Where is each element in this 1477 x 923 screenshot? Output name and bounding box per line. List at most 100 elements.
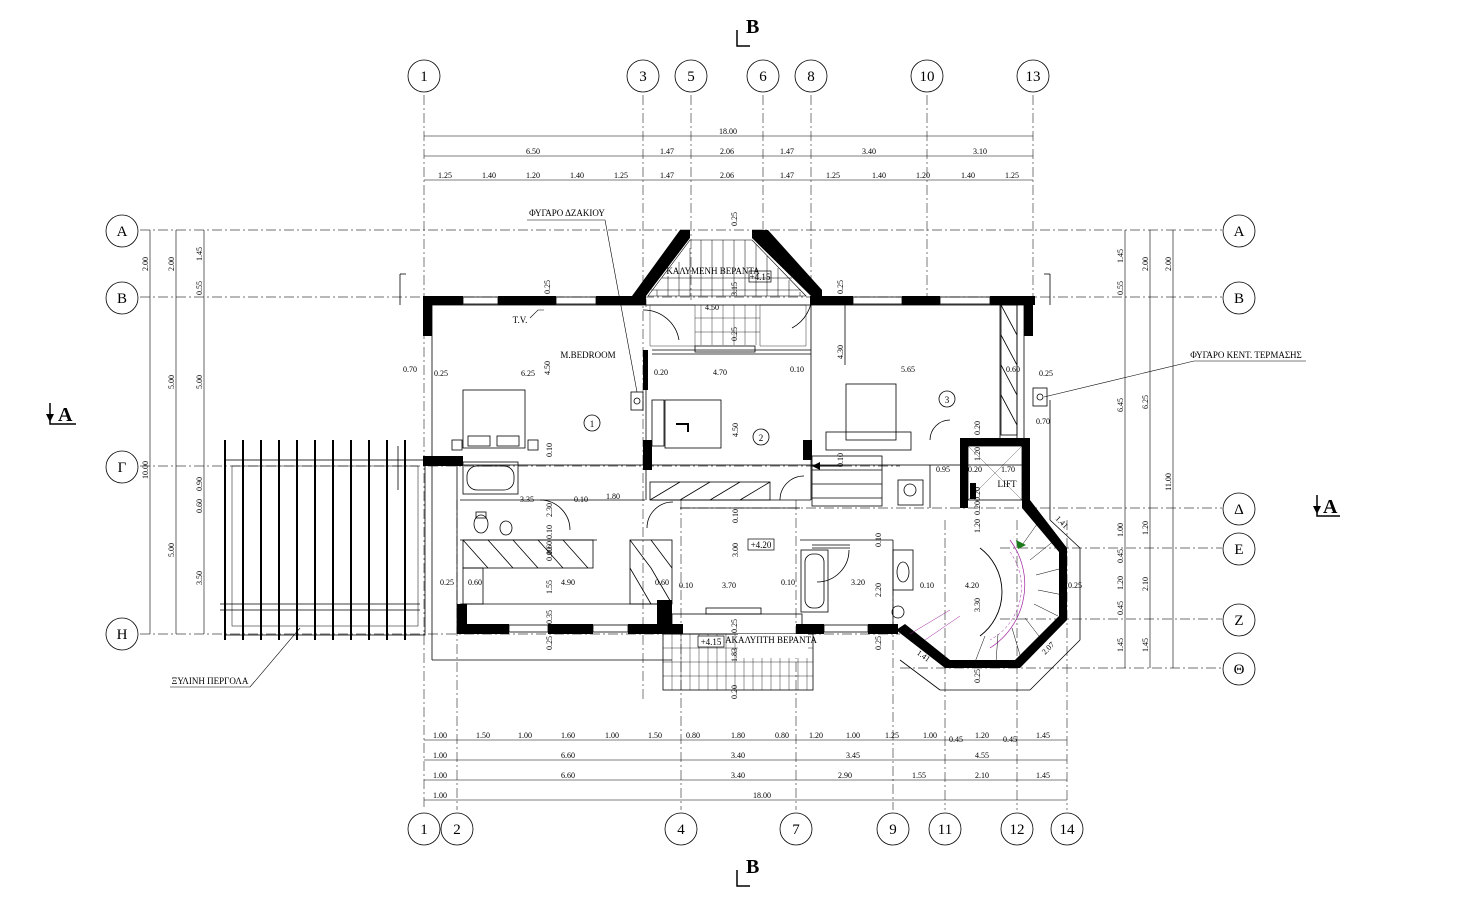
dim-bot-r1-17: 1.45 (1036, 731, 1050, 740)
dim-top-r2-2: 1.47 (660, 147, 674, 156)
grid-bubble-right-delta: Δ (1234, 502, 1244, 518)
dim-bot-r3-1: 1.00 (433, 771, 447, 780)
inner-dim-11: 0.25 (1039, 369, 1053, 378)
inner-dim-3: 6.25 (521, 369, 535, 378)
windows (462, 296, 991, 633)
spiral-staircase (909, 519, 1064, 663)
section-mark-a-right: A (1313, 495, 1340, 518)
grid-bubble-right-alpha: Α (1234, 224, 1245, 240)
grid-bubble-bottom-12: 12 (1010, 822, 1025, 838)
inner-dim-36: 0.25 (1068, 581, 1082, 590)
dim-bot-r1-13: 1.00 (923, 731, 937, 740)
inner-dim-38: 0.20 (968, 465, 982, 474)
inner-dim-2: 0.25 (434, 369, 448, 378)
inner-dim-52: 0.25 (545, 636, 554, 650)
inner-dim-28: 0.60 (655, 578, 669, 587)
dim-bot-r1-9: 0.80 (775, 731, 789, 740)
inner-dim-20: 0.10 (545, 547, 554, 561)
covered-veranda: ΚΑΛΥΜΕΝΗ ΒΕΡΑΝΤΑ +4.15 (645, 239, 807, 347)
inner-dim-45: 3.30 (973, 598, 982, 612)
inner-dim-30: 3.70 (722, 581, 736, 590)
grid-bubble-top-13: 13 (1026, 69, 1041, 85)
flue-heating-label: ΦΥΓΑΡΟ ΚΕΝΤ. ΤΕΡΜΑΣΗΣ (1190, 350, 1302, 360)
inner-dim-56: 0.25 (730, 212, 739, 226)
open-veranda: +4.15 ΑΚΑΛΥΠΤΗ ΒΕΡΑΝΤΑ (662, 613, 817, 691)
section-label-b-top: B (746, 16, 759, 38)
section-mark-a-left: A (46, 403, 76, 426)
dimension-lines-left: 2.00 10.00 2.00 5.00 5.00 1.45 0.55 5.00… (141, 230, 205, 634)
lift-label: LIFT (998, 479, 1018, 489)
dim-bot-r1-2: 1.50 (476, 731, 490, 740)
dim-bot-r1-12: 1.25 (885, 731, 899, 740)
dim-bot-r3-3: 3.40 (731, 771, 745, 780)
dim-left-c3-6: 3.50 (195, 571, 204, 585)
dim-left-c2-2: 5.00 (167, 375, 176, 389)
dim-right-c3-2: 11.00 (1164, 473, 1173, 491)
grid-bubble-right-epsilon: Ε (1234, 542, 1243, 558)
room-labels: M.BEDROOM T.V. 1 2 3 LIFT +4.20 (513, 309, 1018, 551)
inner-dim-42: 0.20 (973, 487, 982, 501)
dimension-lines-right: 1.45 0.55 6.45 1.00 0.45 1.20 0.45 1.45 … (1116, 230, 1174, 668)
inner-dim-24: 0.25 (440, 578, 454, 587)
dim-top-r3-10: 1.40 (872, 171, 886, 180)
inner-dim-13: 4.50 (731, 423, 740, 437)
dim-right-c2-4: 2.10 (1141, 577, 1150, 591)
dim-top-total: 18.00 (719, 127, 737, 136)
dim-right-c2-2: 6.25 (1141, 395, 1150, 409)
dim-bot-r4-1: 1.00 (433, 791, 447, 800)
dim-bot-r2-5: 4.55 (975, 751, 989, 760)
inner-dim-59: 0.25 (730, 327, 739, 341)
dimension-lines-top: 18.00 6.50 1.47 2.06 1.47 3.40 3.10 1.25… (424, 127, 1033, 181)
internal-stair (812, 462, 842, 470)
flue-jacuzzi-label: ΦΥΓΑΡΟ ΔΖΑΚΙΟΥ (529, 208, 605, 218)
dim-bot-r1-11: 1.00 (846, 731, 860, 740)
pergola-label: ΞΥΛΙΝΗ ΠΕΡΓΟΛΑ (172, 676, 249, 686)
dim-bot-r2-4: 3.45 (846, 751, 860, 760)
dim-left-c3-2: 0.55 (195, 281, 204, 295)
grid-bubble-top-8: 8 (807, 69, 815, 85)
section-label-a-left: A (58, 404, 73, 426)
dim-top-r3-13: 1.25 (1005, 171, 1019, 180)
inner-dim-7: 0.10 (790, 365, 804, 374)
dim-top-r2-6: 3.10 (973, 147, 987, 156)
grid-bubble-top-6: 6 (759, 69, 767, 85)
dim-bot-r3-7: 1.45 (1036, 771, 1050, 780)
inner-dim-1: 0.70 (403, 365, 417, 374)
dim-left-c2-1: 2.00 (167, 257, 176, 271)
grid-bubble-top-3: 3 (639, 69, 647, 85)
inner-dim-53: 0.25 (730, 619, 739, 633)
inner-dim-8: 4.30 (836, 345, 845, 359)
inner-dim-33: 2.20 (874, 583, 883, 597)
inner-dim-29: 0.10 (679, 581, 693, 590)
dim-top-r3-6: 1.47 (660, 171, 674, 180)
dim-top-r3-12: 1.40 (961, 171, 975, 180)
dim-top-r3-11: 1.20 (916, 171, 930, 180)
inner-dim-61: 0.10 (836, 453, 845, 467)
room-1-tag: 1 (590, 419, 595, 429)
dim-right-c1-4: 1.00 (1116, 523, 1125, 537)
inner-dim-43: 1.20 (973, 519, 982, 533)
master-bedroom-label: M.BEDROOM (560, 350, 615, 360)
dim-right-c1-7: 0.45 (1116, 601, 1125, 615)
inner-dim-22: 0.10 (731, 509, 740, 523)
dim-left-c1-2: 10.00 (141, 461, 150, 479)
inner-dim-34: 0.10 (920, 581, 934, 590)
inner-dim-23: 3.00 (731, 543, 740, 557)
inner-dim-26: 1.55 (545, 580, 554, 594)
tv-label: T.V. (513, 315, 528, 325)
dim-top-r2-5: 3.40 (862, 147, 876, 156)
grid-bubble-bottom-4: 4 (677, 822, 685, 838)
grid-bubble-bottom-7: 7 (792, 822, 800, 838)
inner-dim-31: 0.10 (781, 578, 795, 587)
inner-dim-21: 0.60 (545, 541, 554, 555)
dim-top-r3-3: 1.20 (526, 171, 540, 180)
dim-bot-r3-4: 2.90 (838, 771, 852, 780)
dim-left-c2-3: 5.00 (167, 543, 176, 557)
dim-top-r2-3: 2.06 (720, 147, 734, 156)
dim-left-c1-1: 2.00 (141, 257, 150, 271)
dim-bot-r1-6: 1.50 (648, 731, 662, 740)
dim-bot-r3-6: 2.10 (975, 771, 989, 780)
room-3-tag: 3 (945, 395, 950, 405)
dim-top-r2-1: 6.50 (526, 147, 540, 156)
